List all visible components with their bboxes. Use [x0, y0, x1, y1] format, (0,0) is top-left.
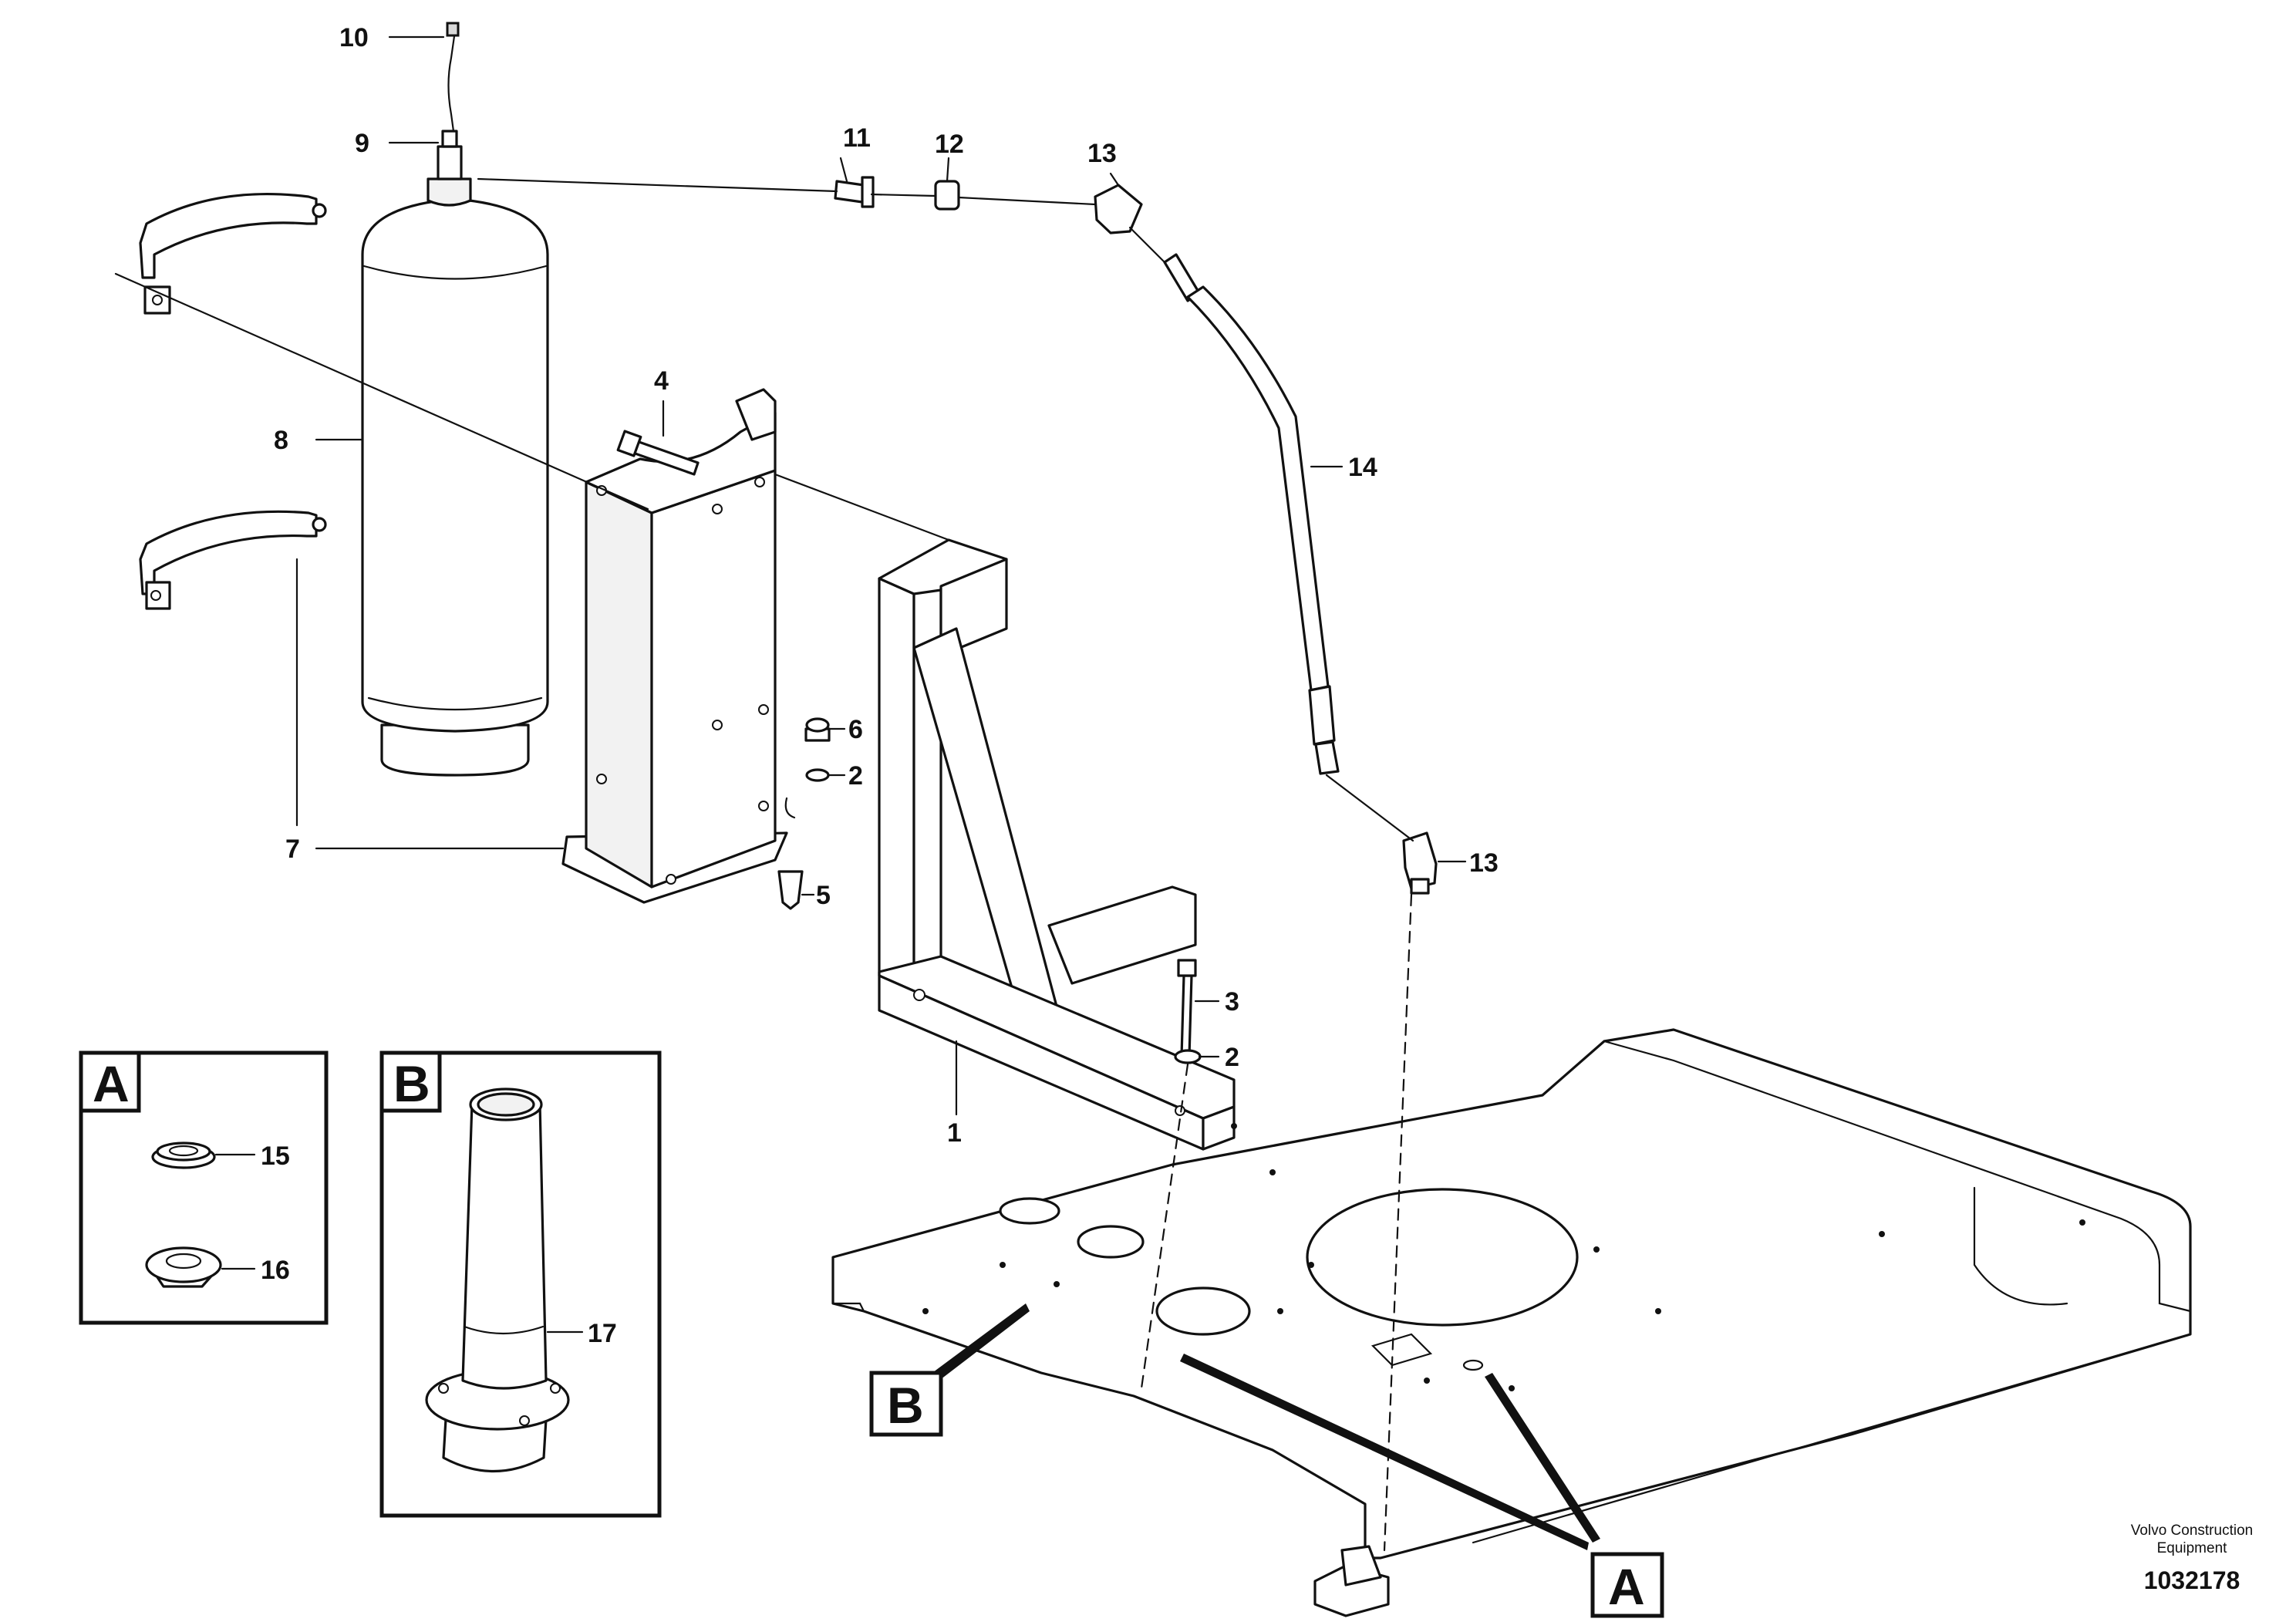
fitting-part-11 — [834, 176, 875, 208]
callout-10: 10 — [339, 23, 369, 52]
bolt-part-3 — [1174, 959, 1202, 1064]
callout-16: 16 — [261, 1256, 290, 1285]
callout-1: 1 — [947, 1118, 962, 1148]
callout-13-upper: 13 — [1087, 139, 1117, 168]
cylinder-part-8 — [361, 22, 549, 777]
callout-2-lower: 2 — [1225, 1043, 1239, 1072]
hose-part-14 — [477, 177, 1414, 842]
callout-5: 5 — [816, 881, 831, 910]
bolt-part-4 — [616, 430, 700, 476]
detail-b-inset — [379, 1050, 662, 1518]
pointer-b-box — [869, 1371, 943, 1437]
pointer-a-label: A — [1608, 1558, 1645, 1615]
detail-b-inset-label: B — [393, 1055, 430, 1112]
callout-9: 9 — [355, 129, 369, 158]
elbow-part-13-lower — [1402, 831, 1438, 895]
pointer-a-box — [1590, 1552, 1664, 1618]
callout-17: 17 — [588, 1319, 617, 1348]
credit-line-2: Equipment — [2157, 1540, 2228, 1556]
leader-lines — [114, 35, 1467, 1552]
callout-2-upper: 2 — [848, 761, 863, 791]
callout-3: 3 — [1225, 987, 1239, 1017]
floor-bracket-block — [1313, 1545, 1390, 1617]
callout-15: 15 — [261, 1141, 290, 1171]
callout-11: 11 — [843, 123, 871, 153]
callout-8: 8 — [274, 426, 288, 455]
callout-6: 6 — [848, 715, 863, 744]
callout-12: 12 — [935, 130, 964, 159]
pointer-b-label: B — [887, 1377, 924, 1434]
cab-floor-plate — [831, 1028, 2192, 1560]
stand-frame-part-1 — [878, 538, 1236, 1151]
hardware-parts-2-5-6 — [777, 717, 831, 910]
callout-13-lower: 13 — [1469, 848, 1499, 878]
strap-upper-part-8 — [139, 193, 327, 315]
callout-7: 7 — [285, 835, 300, 864]
fitting-part-12 — [934, 180, 960, 211]
callout-4: 4 — [654, 366, 669, 396]
callout-14: 14 — [1348, 453, 1377, 482]
credit-line-1: Volvo Construction — [2131, 1523, 2253, 1539]
detail-a-inset-label: A — [93, 1055, 130, 1112]
detail-a-inset — [79, 1050, 329, 1325]
strap-lower-part-7 — [139, 510, 327, 610]
elbow-part-13-upper — [1094, 184, 1143, 234]
drawing-number: 1032178 — [2144, 1566, 2240, 1594]
